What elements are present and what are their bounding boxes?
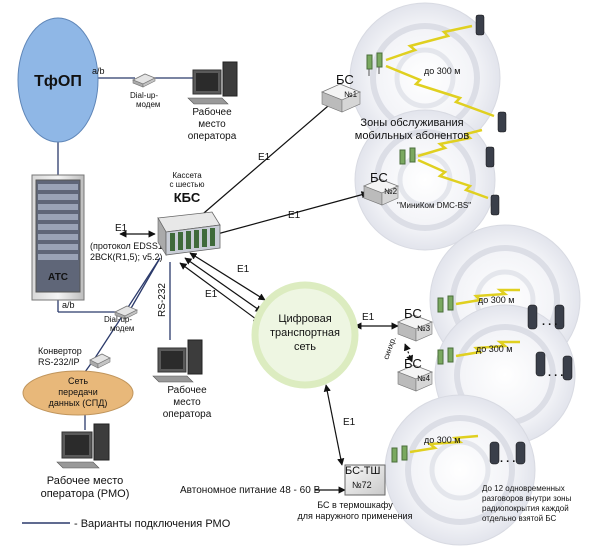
dots-zone5: . . . — [500, 453, 515, 465]
converter-icon — [89, 353, 111, 369]
modem-bottom-icon — [114, 305, 138, 320]
pstn-link-label: a/b — [92, 66, 105, 76]
ats-cabinet: АТС — [31, 174, 85, 301]
spd-node: Сеть передачи данных (СПД) — [22, 370, 134, 416]
spd-label-1: Сеть — [68, 376, 88, 386]
ats-link-label: a/b — [62, 300, 75, 310]
bs3-label: БС — [404, 306, 422, 321]
e1-links — [119, 99, 414, 494]
bs4-unit: БС №4 — [396, 356, 434, 392]
kbs-caption-2: с шестью — [170, 180, 205, 189]
antenna-bs1-icon — [366, 52, 383, 76]
operator-top-label-1: Рабочее — [192, 106, 232, 118]
bs72-number: №72 — [352, 480, 372, 490]
spd-label-3: данных (СПД) — [49, 398, 108, 408]
bs3-unit: БС №3 — [396, 306, 434, 342]
bs2-number: №2 — [384, 187, 398, 196]
bs1-number: №1 — [344, 90, 358, 99]
bs4-label: БС — [404, 356, 422, 371]
legend-label: - Варианты подключения РМО — [74, 518, 231, 530]
e1-ats-protocol-1: (протокол EDSS1; — [90, 241, 165, 251]
transport-label-1: Цифровая — [278, 313, 331, 325]
e1-label-bs2: E1 — [288, 210, 301, 221]
power-label: Автономное питание 48 - 60 В — [180, 485, 321, 496]
distance-label-zone5: до 300 м — [424, 435, 460, 445]
radio-links — [385, 24, 520, 454]
transport-label-2: транспортная — [270, 327, 340, 339]
coverage-zone-1 — [349, 2, 501, 154]
transport-label-3: сеть — [294, 341, 316, 353]
e1-label-bs1: E1 — [258, 152, 271, 163]
bs1-unit: БС №1 — [320, 72, 362, 113]
antenna-bs4-icon — [437, 347, 454, 365]
antenna-bs72-icon — [391, 445, 408, 463]
distance-label-zone4: до 300 м — [476, 344, 512, 354]
cabinet-label-1: БС в термошкафу — [317, 500, 393, 510]
workstation-rmo-icon — [56, 423, 110, 469]
dect-handset-icons — [489, 304, 573, 465]
concurrent-label-2: разговоров внутри зоны — [482, 494, 572, 503]
spd-label-2: передачи — [58, 387, 97, 397]
rs232-label: RS-232 — [157, 283, 168, 317]
bs2-unit: БС №2 — [362, 170, 400, 206]
modem-top-icon — [132, 73, 156, 88]
bs72-unit: БС-ТШ №72 — [344, 464, 386, 496]
e1-label-bs3: E1 — [362, 312, 375, 323]
kbs-title: КБС — [174, 190, 201, 205]
concurrent-label-1: До 12 одновременных — [482, 484, 565, 493]
bs2-model-label: "МиниКом DMC-BS" — [397, 201, 471, 210]
zones-label-1: Зоны обслуживания — [360, 117, 463, 129]
e1-label-transport-1: E1 — [237, 264, 250, 275]
pstn-label: ТфОП — [34, 73, 82, 90]
bs4-number: №4 — [417, 374, 431, 383]
concurrent-label-3: радиопокрытия каждой — [482, 504, 569, 513]
bs-tsh-label: БС-ТШ — [345, 465, 381, 477]
modem-bottom-label-1: Dial-up- — [104, 315, 132, 324]
e1-label-transport-2: E1 — [205, 289, 218, 300]
workstation-top-icon — [187, 61, 238, 105]
mobile-phone-icons — [475, 14, 507, 216]
converter-label-1: Конвертор — [38, 346, 82, 356]
operator-top-label-3: оператора — [188, 131, 237, 142]
converter-label-2: RS-232/IP — [38, 357, 80, 367]
bs1-label: БС — [336, 72, 354, 87]
bs2-label: БС — [370, 170, 388, 185]
e1-label-bs72: E1 — [343, 417, 356, 428]
kbs-cassette — [157, 211, 221, 257]
operator-mid-label-2: место — [173, 397, 201, 408]
e1-ats-protocol-2: 2ВСК(R1,5); v5.2) — [90, 252, 162, 262]
pstn-node: ТфОП — [17, 17, 99, 143]
rmo-label-2: оператора (РМО) — [41, 488, 130, 500]
modem-bottom-label-2: модем — [110, 324, 134, 333]
e1-ats-label: E1 — [115, 223, 128, 234]
antenna-bs2-icon — [399, 147, 416, 165]
operator-mid-label-3: оператора — [163, 409, 212, 420]
modem-top-label-2: модем — [136, 100, 160, 109]
distance-label-zone3: до 300 м — [478, 295, 514, 305]
distance-label-zone1: до 300 м — [424, 66, 460, 76]
concurrent-label-4: отдельно взятой БС — [482, 514, 556, 523]
zones-label-2: мобильных абонентов — [355, 130, 470, 142]
dots-zone3: . . . — [542, 316, 557, 328]
sync-label: синхр. — [381, 335, 398, 360]
transport-network: Цифровая транспортная сеть — [251, 281, 359, 389]
workstation-bottom-icon — [152, 339, 203, 383]
bs3-number: №3 — [417, 324, 431, 333]
rmo-label-1: Рабочее место — [47, 475, 124, 487]
antenna-bs3-icon — [437, 295, 454, 313]
dots-zone4: . . . — [548, 367, 563, 379]
ats-label: АТС — [48, 272, 68, 283]
kbs-caption-1: Кассета — [172, 171, 202, 180]
modem-top-label-1: Dial-up- — [130, 91, 158, 100]
operator-mid-label-1: Рабочее — [167, 384, 207, 396]
operator-top-label-2: место — [198, 119, 226, 130]
cabinet-label-2: для наружного применения — [298, 511, 413, 521]
